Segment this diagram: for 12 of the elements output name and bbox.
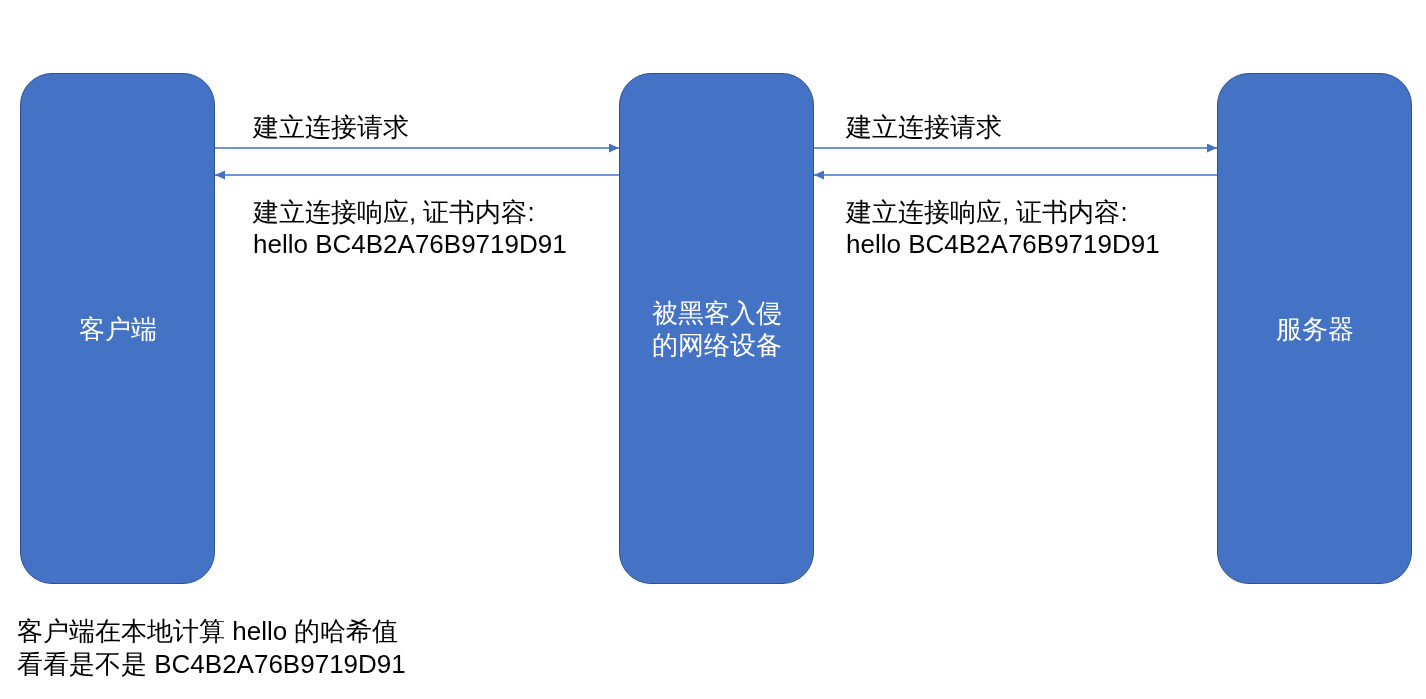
rounded-box: 客户端 (20, 73, 215, 584)
edge-label: 建立连接响应, 证书内容: hello BC4B2A76B9719D91 (846, 196, 1161, 260)
edge-label: 建立连接请求 (846, 111, 1003, 143)
edge-label: 建立连接请求 (253, 111, 410, 143)
rounded-box: 服务器 (1217, 73, 1412, 584)
arrow (813, 170, 1218, 180)
arrow (813, 143, 1218, 153)
note-text: 客户端在本地计算 hello 的哈希值看看是不是 BC4B2A76B9719D91 (17, 615, 407, 681)
arrow (214, 143, 620, 153)
edge-label: 建立连接响应, 证书内容: hello BC4B2A76B9719D91 (253, 196, 568, 260)
arrow (214, 170, 620, 180)
rounded-box: 被黑客入侵的网络设备 (619, 73, 814, 584)
